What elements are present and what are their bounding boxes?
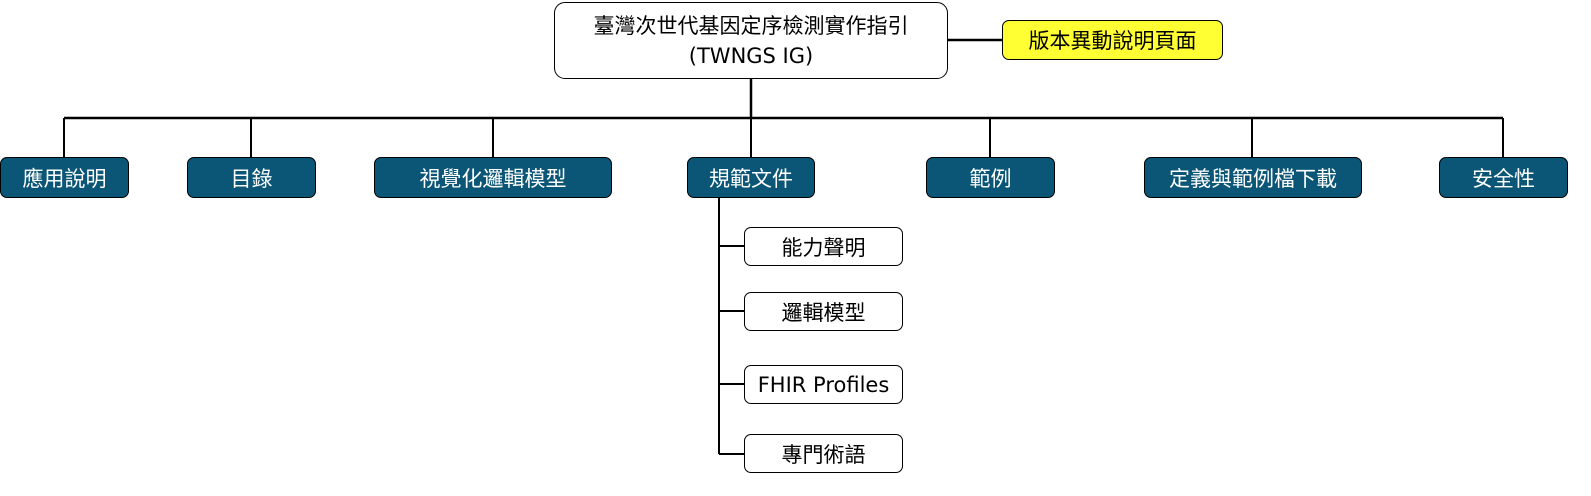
version-note-node[interactable]: 版本異動說明頁面 <box>1002 20 1223 60</box>
spec-child-capability-statement[interactable]: 能力聲明 <box>744 227 903 266</box>
section-spec-docs[interactable]: 規範文件 <box>687 157 815 198</box>
spec-child-logical-model[interactable]: 邏輯模型 <box>744 292 903 331</box>
section-examples[interactable]: 範例 <box>926 157 1055 198</box>
spec-child-fhir-profiles[interactable]: FHIR Profiles <box>744 365 903 404</box>
section-toc[interactable]: 目錄 <box>187 157 316 198</box>
root-node[interactable]: 臺灣次世代基因定序檢測實作指引 (TWNGS IG) <box>554 2 948 79</box>
section-security[interactable]: 安全性 <box>1439 157 1568 198</box>
spec-child-terminology[interactable]: 專門術語 <box>744 434 903 473</box>
root-title-line2: (TWNGS IG) <box>688 43 814 68</box>
section-usage[interactable]: 應用說明 <box>0 157 129 198</box>
section-downloads[interactable]: 定義與範例檔下載 <box>1144 157 1362 198</box>
root-title-line1: 臺灣次世代基因定序檢測實作指引 <box>593 13 909 38</box>
section-visual-logical-model[interactable]: 視覺化邏輯模型 <box>374 157 612 198</box>
